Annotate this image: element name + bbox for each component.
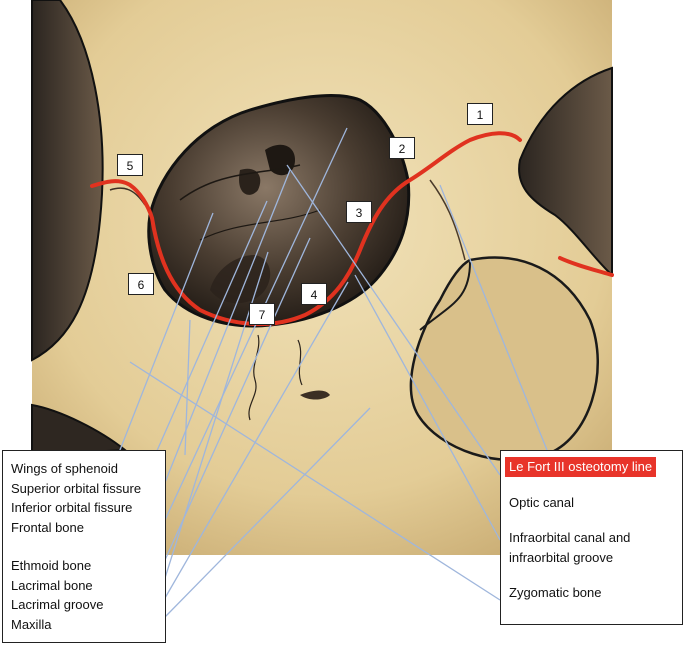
legend-item-le-fort-iii: Le Fort III osteotomy line bbox=[505, 457, 657, 477]
orbit-cavity bbox=[147, 94, 411, 328]
legend-item-lacrimal-groove: Lacrimal groove bbox=[11, 597, 104, 612]
right-dark-region bbox=[518, 66, 613, 278]
legend-item-frontal-bone: Frontal bone bbox=[11, 519, 84, 535]
label-number-5: 5 bbox=[117, 154, 143, 176]
label-number-3: 3 bbox=[346, 201, 372, 223]
left-dark-region bbox=[31, 0, 104, 362]
legend-item-wings-of-sphenoid: Wings of sphenoid bbox=[11, 461, 118, 476]
label-number-1: 1 bbox=[467, 103, 493, 125]
le-fort-iii-osteotomy-line bbox=[90, 131, 614, 326]
legend-item-inferior-orbital-fissure: Inferior orbital fissure bbox=[11, 500, 133, 515]
legend-item-maxilla: Maxilla bbox=[11, 616, 52, 632]
legend-item-lacrimal-bone: Lacrimal bone bbox=[11, 577, 93, 593]
legend-item-infraorbital-canal: Infraorbital canal and bbox=[509, 530, 631, 545]
legend-left: Wings of sphenoid Superior orbital fissu… bbox=[2, 450, 166, 643]
legend-right: Le Fort III osteotomy line Optic canal I… bbox=[500, 450, 683, 625]
bottom-left-dark-region bbox=[31, 403, 128, 457]
label-number-6: 6 bbox=[128, 273, 154, 295]
legend-item-optic-canal: Optic canal bbox=[509, 494, 575, 510]
legend-item-infraorbital-groove: infraorbital groove bbox=[509, 549, 614, 565]
label-number-2: 2 bbox=[389, 137, 415, 159]
legend-item-superior-orbital-fissure: Superior orbital fissure bbox=[11, 480, 142, 496]
legend-item-zygomatic-bone: Zygomatic bone bbox=[509, 585, 602, 600]
legend-item-ethmoid-bone: Ethmoid bone bbox=[11, 558, 92, 573]
label-number-7: 7 bbox=[249, 303, 275, 325]
label-number-4: 4 bbox=[301, 283, 327, 305]
